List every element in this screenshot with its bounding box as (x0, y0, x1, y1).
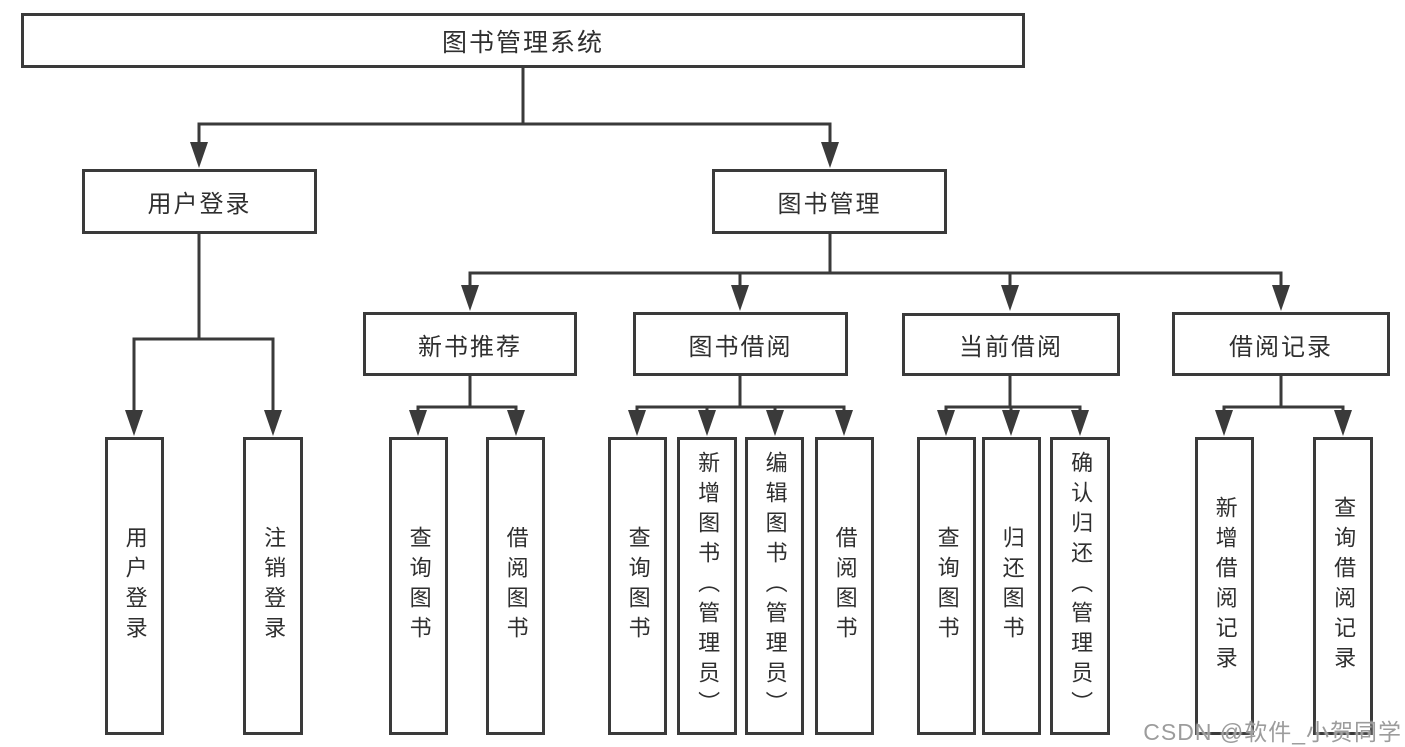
leaf-borrowing-query-books: 查询图书 (608, 437, 667, 735)
leaf-add-borrow-record-label: 新增借阅记录 (1212, 496, 1238, 676)
leaf-recommend-borrow-books-label: 借阅图书 (503, 526, 529, 646)
leaf-confirm-return-admin: 确认归还（管理员） (1050, 437, 1110, 735)
leaf-return-books-label: 归还图书 (999, 526, 1025, 646)
node-book-management: 图书管理 (712, 169, 947, 234)
node-current-borrowing: 当前借阅 (902, 313, 1120, 376)
node-borrowing-records-label: 借阅记录 (1229, 333, 1333, 361)
leaf-borrowing-query-books-label: 查询图书 (625, 526, 651, 646)
leaf-add-book-admin-label: 新增图书（管理员） (695, 451, 721, 721)
node-current-borrowing-label: 当前借阅 (959, 334, 1063, 361)
leaf-edit-book-admin: 编辑图书（管理员） (745, 437, 804, 735)
leaf-query-borrow-record-label: 查询借阅记录 (1331, 496, 1357, 676)
leaf-recommend-borrow-books: 借阅图书 (486, 437, 545, 735)
leaf-return-books: 归还图书 (982, 437, 1041, 735)
leaf-query-borrow-record: 查询借阅记录 (1313, 437, 1373, 735)
leaf-add-book-admin: 新增图书（管理员） (677, 437, 737, 735)
node-user-login-label: 用户登录 (147, 191, 252, 218)
leaf-confirm-return-admin-label: 确认归还（管理员） (1068, 451, 1094, 721)
leaf-add-borrow-record: 新增借阅记录 (1195, 437, 1254, 735)
node-book-management-label: 图书管理 (777, 191, 882, 218)
node-root: 图书管理系统 (21, 13, 1025, 68)
leaf-borrowing-borrow-books-label: 借阅图书 (832, 526, 858, 646)
node-borrowing-records: 借阅记录 (1172, 312, 1390, 376)
leaf-borrowing-borrow-books: 借阅图书 (815, 437, 874, 735)
leaf-logout-label: 注销登录 (261, 526, 287, 646)
node-book-borrowing-label: 图书借阅 (688, 333, 793, 361)
leaf-logout: 注销登录 (243, 437, 303, 735)
arrowheads (125, 142, 1352, 436)
node-new-book-recommendation-label: 新书推荐 (418, 333, 522, 361)
node-root-label: 图书管理系统 (441, 28, 604, 57)
leaf-edit-book-admin-label: 编辑图书（管理员） (762, 451, 788, 721)
leaf-recommend-query-books-label: 查询图书 (406, 526, 432, 646)
leaf-current-query-books: 查询图书 (917, 437, 976, 735)
node-user-login: 用户登录 (82, 169, 317, 234)
node-new-book-recommendation: 新书推荐 (363, 312, 577, 376)
csdn-watermark: CSDN @软件_小贺同学 (1143, 719, 1402, 745)
leaf-user-login-label: 用户登录 (122, 526, 148, 646)
leaf-user-login: 用户登录 (105, 437, 164, 735)
node-book-borrowing: 图书借阅 (633, 312, 848, 376)
leaf-recommend-query-books: 查询图书 (389, 437, 448, 735)
leaf-current-query-books-label: 查询图书 (934, 526, 960, 646)
